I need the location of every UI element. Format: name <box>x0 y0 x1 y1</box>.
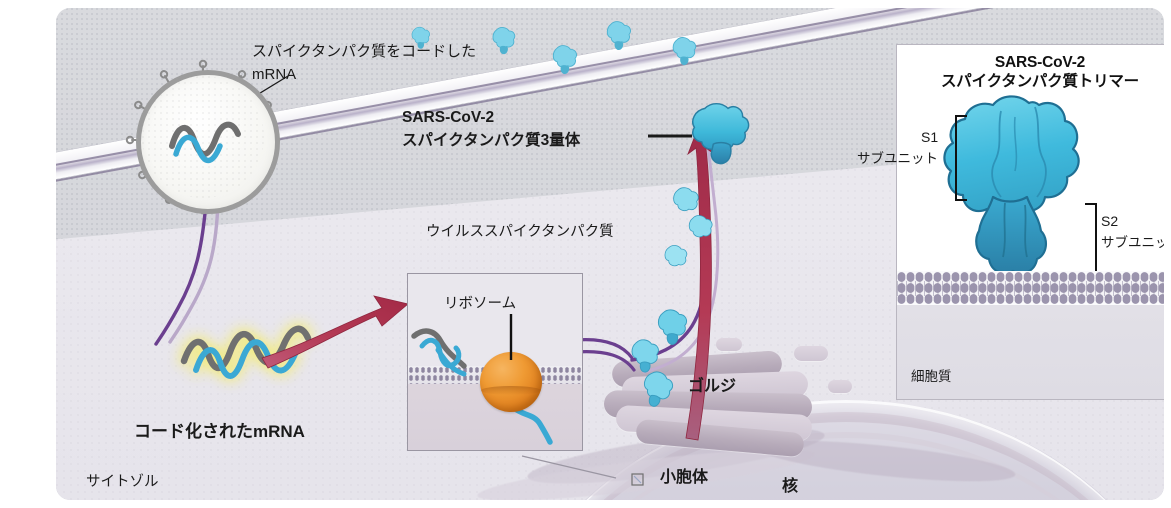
mrna-encoding-label: スパイクタンパク質をコードした mRNA <box>252 40 476 86</box>
spike-trimer-main-line2: スパイクタンパク質3量体 <box>402 132 581 149</box>
lipid-nanoparticle <box>125 59 281 215</box>
golgi-vesicle <box>716 338 742 351</box>
lipid-tails <box>897 281 1164 296</box>
inset-cytoplasm-region <box>897 305 1164 399</box>
virion-texture <box>142 76 264 198</box>
golgi-label: ゴルジ <box>688 378 737 395</box>
er-label: 小胞体 <box>660 469 709 486</box>
diagram-frame: リボソーム SARS-CoV-2 スパイクタンパク質トリマー <box>56 8 1164 500</box>
nucleus-label: 核 <box>782 478 799 495</box>
viral-spike-protein-label: ウイルススパイクタンパク質 <box>426 224 614 240</box>
inset-title: SARS-CoV-2 スパイクタンパク質トリマー <box>897 53 1164 91</box>
ribosome-label: リボソーム <box>444 296 517 312</box>
s1-label: S1 <box>921 129 939 145</box>
spike-trimer-inset-panel: SARS-CoV-2 スパイクタンパク質トリマー <box>857 44 1164 400</box>
inset-title-line1: SARS-CoV-2 <box>994 54 1086 71</box>
s2-subunit-label: サブユニット <box>1101 235 1164 250</box>
cytoplasm-label: 細胞質 <box>911 369 952 384</box>
encoded-mrna-label: コード化されたmRNA <box>134 422 305 441</box>
s1-subunit-label: サブユニット <box>857 151 938 166</box>
mrna-encoding-line2: mRNA <box>252 66 297 83</box>
s2-label: S2 <box>1101 213 1119 229</box>
ribosome-body <box>480 352 542 412</box>
s1-bracket <box>955 115 967 201</box>
spike-trimer-main-line1: SARS-CoV-2 <box>402 109 495 126</box>
golgi-vesicle <box>828 380 852 393</box>
cytosol-label: サイトゾル <box>86 474 159 490</box>
nucleus-rim <box>496 400 1164 500</box>
ribosome-groove <box>481 386 541 395</box>
mrna-encoding-line1: スパイクタンパク質をコードした <box>252 43 477 60</box>
spike-trimer-main-label: SARS-CoV-2 スパイクタンパク質3量体 <box>402 106 580 152</box>
ribosome-callout-box: リボソーム <box>407 273 583 451</box>
golgi-vesicle <box>794 346 828 361</box>
inset-title-line2: スパイクタンパク質トリマー <box>941 73 1139 90</box>
